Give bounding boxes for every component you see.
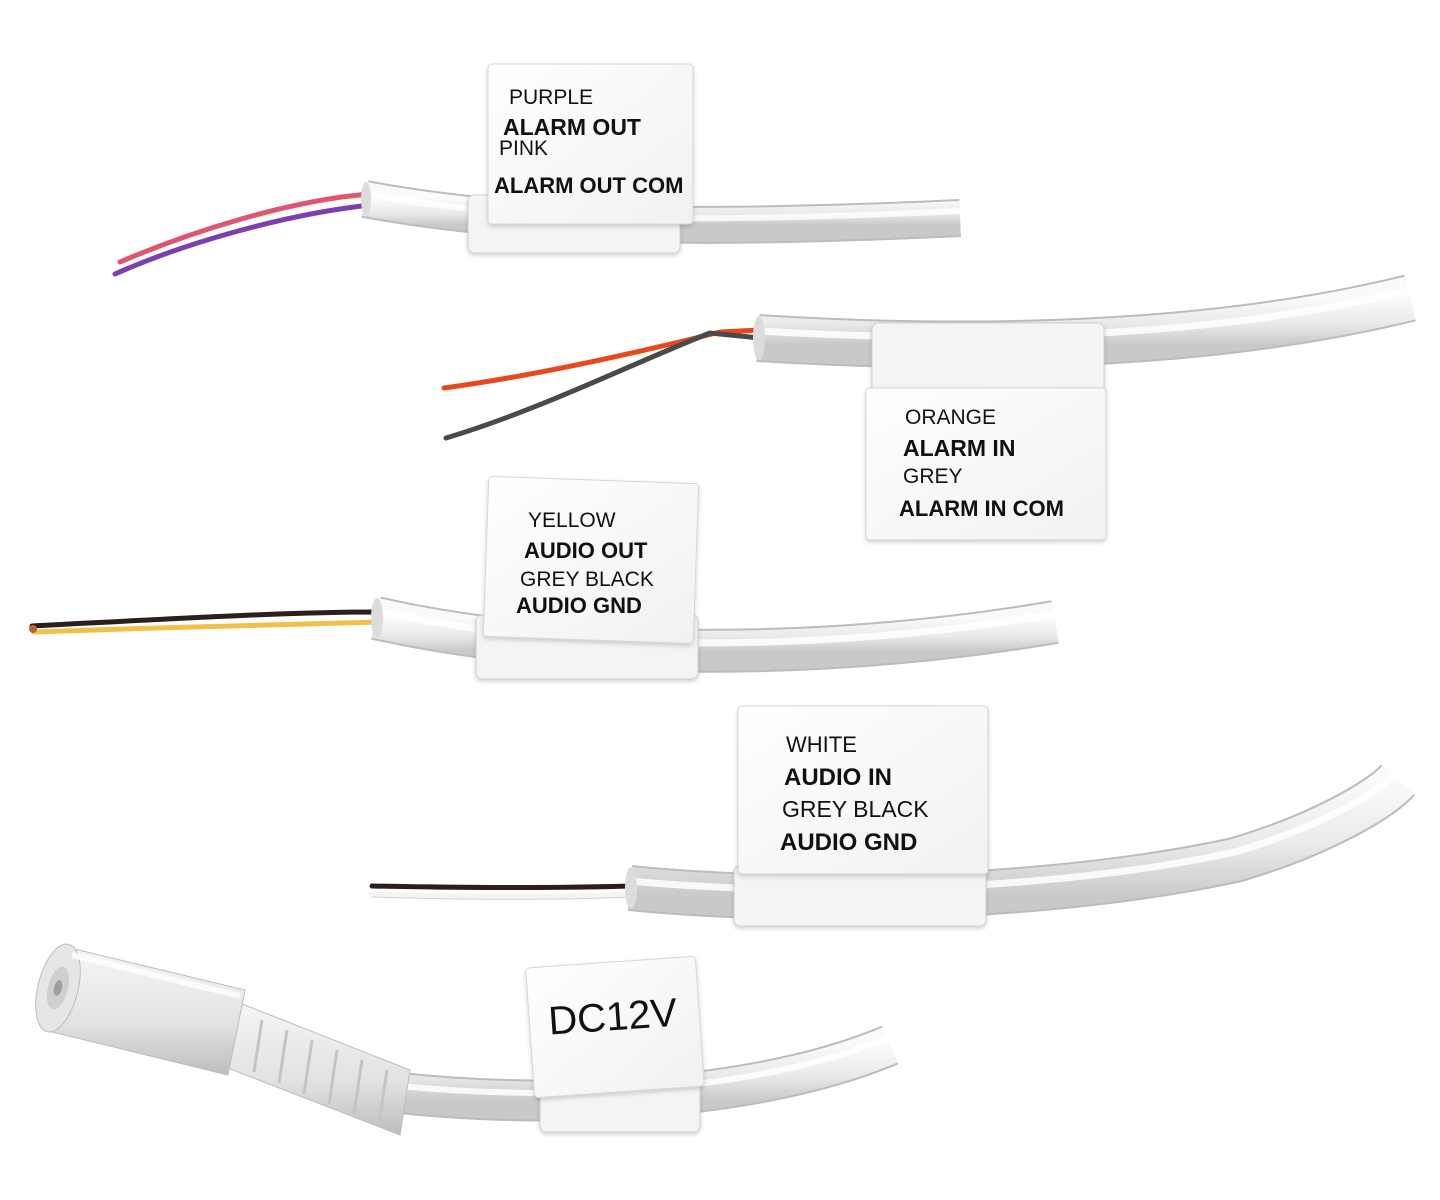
audio-out-cable-group: YELLOW AUDIO OUT GREY BLACK AUDIO GND (29, 476, 1059, 680)
power-label-tag (525, 955, 705, 1099)
alarm-in-function-2: ALARM IN COM (899, 496, 1064, 521)
alarm-in-cable-group: ORANGE ALARM IN GREY ALARM IN COM (441, 274, 1416, 541)
audio-in-function-2: AUDIO GND (780, 829, 917, 856)
audio-in-color-1: WHITE (786, 732, 857, 757)
audio-out-function-1: AUDIO OUT (524, 538, 648, 563)
audio-out-color-2: GREY BLACK (520, 568, 654, 591)
purple-wire (112, 202, 373, 277)
audio-out-label-tag (482, 476, 700, 644)
black-wire (29, 609, 381, 629)
alarm-in-color-2: GREY (903, 465, 963, 488)
dc-barrel-jack-icon (35, 943, 411, 1136)
power-cable-group: DC12V (35, 943, 899, 1136)
alarm-out-function-2: ALARM OUT COM (494, 173, 683, 198)
white-wire (369, 891, 635, 899)
alarm-out-color-1: PURPLE (509, 86, 593, 109)
audio-in-cable-group: WHITE AUDIO IN GREY BLACK AUDIO GND (369, 705, 1416, 927)
audio-in-function-1: AUDIO IN (784, 764, 892, 791)
alarm-in-color-1: ORANGE (905, 406, 996, 429)
audio-out-color-1: YELLOW (528, 509, 616, 532)
yellow-wire (31, 619, 381, 635)
alarm-out-label-tag (487, 63, 694, 225)
audio-in-color-2: GREY BLACK (782, 796, 929, 822)
grey-wire (443, 330, 763, 441)
alarm-in-function-1: ALARM IN (903, 435, 1015, 461)
alarm-in-label-tag (865, 387, 1107, 541)
audio-out-function-2: AUDIO GND (516, 593, 642, 618)
power-voltage-label: DC12V (547, 991, 679, 1044)
alarm-out-color-2: PINK (499, 137, 548, 160)
alarm-out-cable-group: PURPLE ALARM OUT PINK ALARM OUT COM (112, 63, 961, 277)
audio-in-label-tag (737, 705, 989, 875)
pink-wire (117, 191, 373, 265)
grey-black-wire (369, 883, 635, 890)
alarm-out-function-1: ALARM OUT (503, 114, 641, 140)
